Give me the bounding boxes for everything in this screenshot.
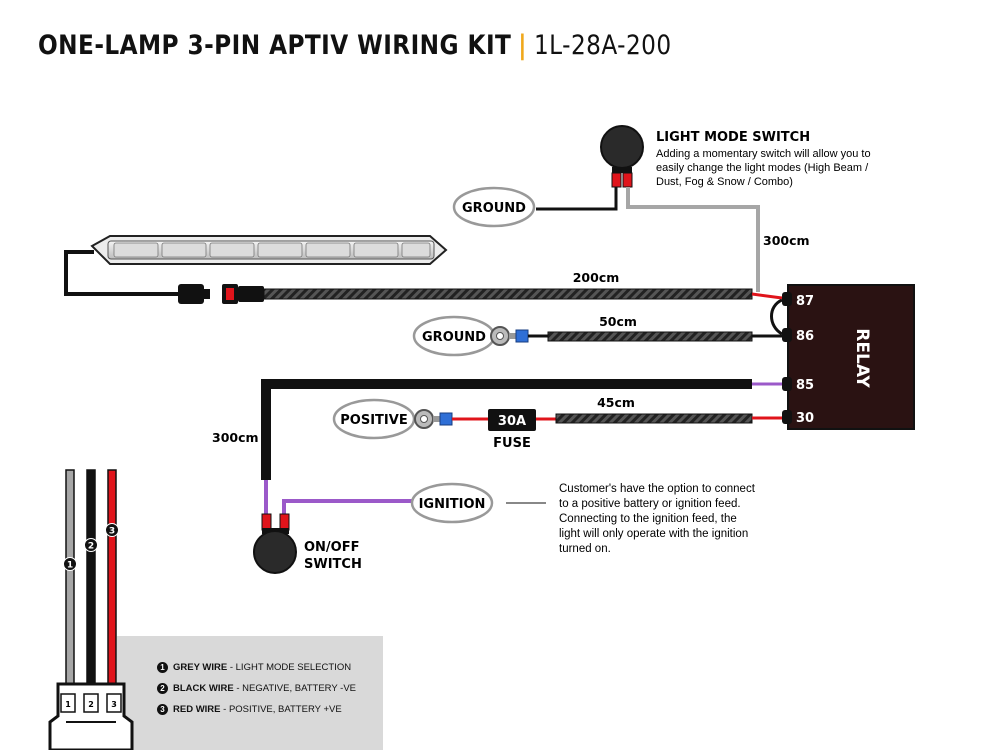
ignition-wire	[282, 499, 412, 515]
svg-text:GROUND: GROUND	[462, 201, 526, 216]
svg-text:IGNITION: IGNITION	[419, 497, 486, 512]
switch-ground-wire	[536, 187, 618, 211]
relay: RELAY	[787, 284, 915, 430]
ignition-note-line-3: Connecting to the ignition feed, the	[559, 513, 737, 525]
red-wire-to-87	[751, 292, 783, 300]
onoff-label-1: ON/OFF	[304, 540, 360, 555]
title-separator: |	[518, 30, 528, 61]
title-main: ONE-LAMP 3-PIN APTIV WIRING KIT	[38, 30, 512, 61]
svg-text:POSITIVE: POSITIVE	[340, 413, 407, 428]
lamp-connector-male	[178, 284, 204, 304]
ignition-note-line-1: Customer's have the option to connect	[559, 483, 756, 495]
main-harness-200cm	[263, 288, 753, 300]
black-loop-87-86	[770, 298, 783, 336]
ignition-label: IGNITION	[410, 482, 494, 524]
positive-braid-45cm	[555, 413, 753, 424]
fuse-label: FUSE	[493, 436, 531, 451]
svg-text:GROUND: GROUND	[422, 330, 486, 345]
page-title: ONE-LAMP 3-PIN APTIV WIRING KIT|1L-28A-2…	[38, 30, 672, 61]
relay-pin-30: 30	[796, 411, 814, 426]
positive-ring-terminal	[414, 409, 453, 429]
light-mode-note-line-2: easily change the light modes (High Beam…	[656, 162, 869, 174]
light-mode-note-line-3: Dust, Fog & Snow / Combo)	[656, 176, 793, 188]
ignition-note-line-4: light will only operate with the ignitio…	[559, 528, 748, 540]
title-code: 1L-28A-200	[533, 30, 672, 61]
length-switch-wire: 300cm	[212, 430, 259, 445]
positive-label: POSITIVE	[332, 398, 416, 440]
ground-mid-label: GROUND	[412, 315, 496, 357]
relay-label: RELAY	[852, 328, 872, 388]
ground-top-label: GROUND	[452, 186, 536, 228]
light-bar	[90, 235, 448, 265]
relay-pin-87: 87	[796, 294, 814, 309]
lamp-lead-wire	[64, 250, 180, 296]
relay-pin-86: 86	[796, 329, 814, 344]
ignition-note-line-2: to a positive battery or ignition feed.	[559, 498, 741, 510]
ground-ring-terminal	[490, 326, 529, 346]
length-positive-wire: 45cm	[597, 395, 635, 410]
fuse-30a: 30A	[488, 409, 536, 431]
relay-pin-85: 85	[796, 378, 814, 393]
onoff-label-2: SWITCH	[304, 557, 362, 572]
length-ground-wire: 50cm	[599, 314, 637, 329]
light-mode-note-line-1: Adding a momentary switch will allow you…	[656, 148, 871, 160]
onoff-switch[interactable]	[253, 513, 297, 574]
grey-mode-wire	[626, 187, 760, 292]
light-mode-switch[interactable]	[600, 125, 644, 188]
svg-text:30A: 30A	[498, 414, 526, 429]
ignition-note-line-5: turned on.	[559, 543, 611, 555]
length-main-harness: 200cm	[573, 270, 620, 285]
black-switch-harness	[261, 379, 752, 480]
length-grey-wire: 300cm	[763, 233, 810, 248]
light-mode-switch-heading: LIGHT MODE SWITCH	[656, 130, 810, 145]
ground-braid-50cm	[547, 331, 753, 342]
